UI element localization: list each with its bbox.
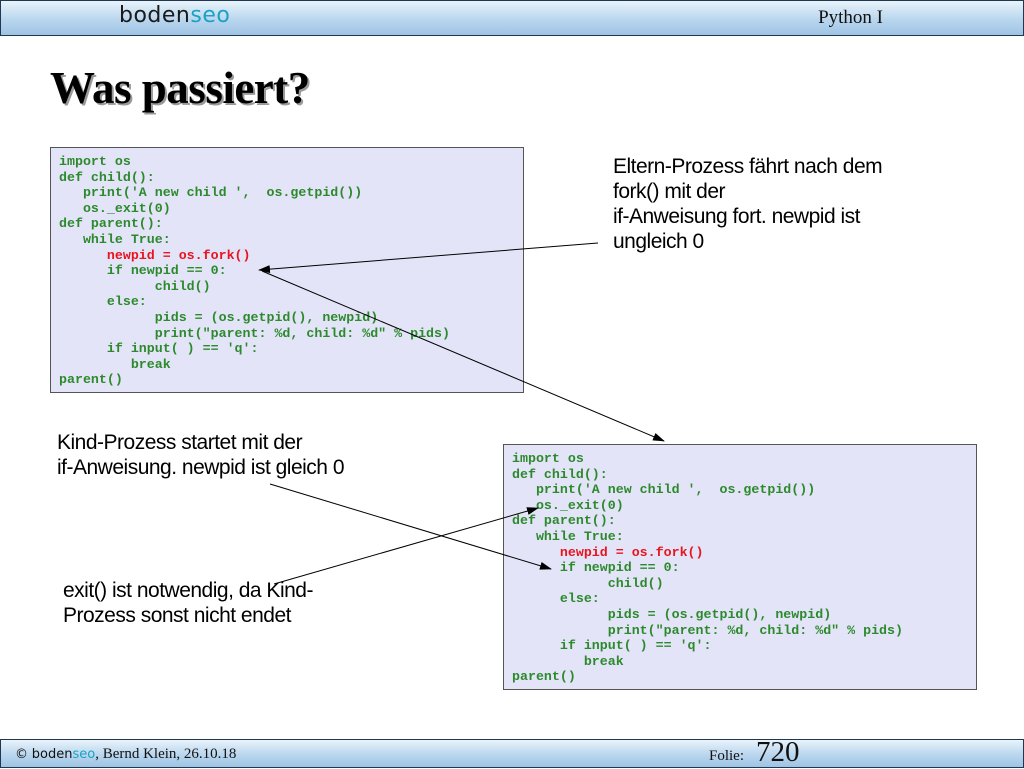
code-block-parent-text: import os def child(): print('A new chil… [59,154,515,388]
code-line-highlight: newpid = os.fork() [512,544,704,560]
code-line: break [59,356,171,372]
slide-title: Was passiert? [50,63,310,113]
arrow-if-to-child-block [261,270,665,442]
note-line: Kind-Prozess startet mit der [57,431,303,454]
parent-process-note: Eltern-Prozess fährt nach dem fork() mit… [613,154,943,254]
arrow-parent-note-to-if [258,242,599,274]
code-line: print('A new child ', os.getpid()) [512,482,816,498]
code-line: if input( ) == 'q': [512,638,712,654]
code-block-child: import os def child(): print('A new chil… [503,444,977,690]
code-block-parent: import os def child(): print('A new chil… [50,147,524,393]
exit-note: exit() ist notwendig, da Kind- Prozess s… [63,578,383,628]
note-line: ungleich 0 [613,230,704,253]
code-line: def child(): [59,169,155,185]
note-line: fork() mit der [613,180,726,203]
brand-main: boden [119,3,191,28]
footer-credit: © bodenseo, Bernd Klein, 26.10.18 [15,746,236,763]
note-line: Prozess sonst nicht endet [63,604,291,627]
code-line: if newpid == 0: [59,263,227,279]
code-line: if newpid == 0: [512,560,680,576]
code-line: def child(): [512,466,608,482]
code-line: import os [512,451,584,466]
code-block-child-text: import os def child(): print('A new chil… [512,451,968,685]
footer-bar: © bodenseo, Bernd Klein, 26.10.18 Folie:… [0,736,1024,768]
footer-brand-main: boden [31,747,73,762]
code-line: pids = (os.getpid(), newpid) [59,309,379,325]
code-line: print('A new child ', os.getpid()) [59,185,363,201]
footer-author-date: , Bernd Klein, 26.10.18 [95,746,237,762]
code-line: child() [59,278,211,294]
code-line: parent() [512,669,576,685]
code-line: child() [512,575,664,591]
footer-brand-accent: seo [72,747,96,762]
code-line: parent() [59,372,123,388]
note-line: if-Anweisung. newpid ist gleich 0 [57,456,345,479]
header-bar: bodenseo Python I [0,0,1024,36]
arrow-child-note-to-if [269,483,552,570]
code-line: import os [59,154,131,169]
code-line: break [512,653,624,669]
code-line: pids = (os.getpid(), newpid) [512,606,832,622]
code-line: os._exit(0) [59,200,171,216]
code-line: def parent(): [512,513,616,529]
code-line: if input( ) == 'q': [59,341,259,357]
code-line: print("parent: %d, child: %d" % pids) [59,325,450,341]
arrow-exit-note-to-exit [273,507,539,585]
brand-logo: bodenseo [119,3,230,28]
code-line: print("parent: %d, child: %d" % pids) [512,622,903,638]
course-title: Python I [818,7,883,28]
note-line: Eltern-Prozess fährt nach dem [613,155,883,178]
folie-label: Folie: [709,748,745,764]
brand-accent: seo [190,3,231,28]
code-line: os._exit(0) [512,497,624,513]
folie-number: 720 [756,736,800,768]
code-line: def parent(): [59,216,163,232]
code-line-highlight: newpid = os.fork() [59,247,251,263]
child-process-note: Kind-Prozess startet mit der if-Anweisun… [57,430,417,480]
copyright-symbol: © [15,747,28,762]
code-line: else: [59,294,147,310]
note-line: if-Anweisung fort. newpid ist [613,205,860,228]
code-line: else: [512,591,600,607]
code-line: while True: [59,231,171,247]
code-line: while True: [512,528,624,544]
note-line: exit() ist notwendig, da Kind- [63,579,313,602]
